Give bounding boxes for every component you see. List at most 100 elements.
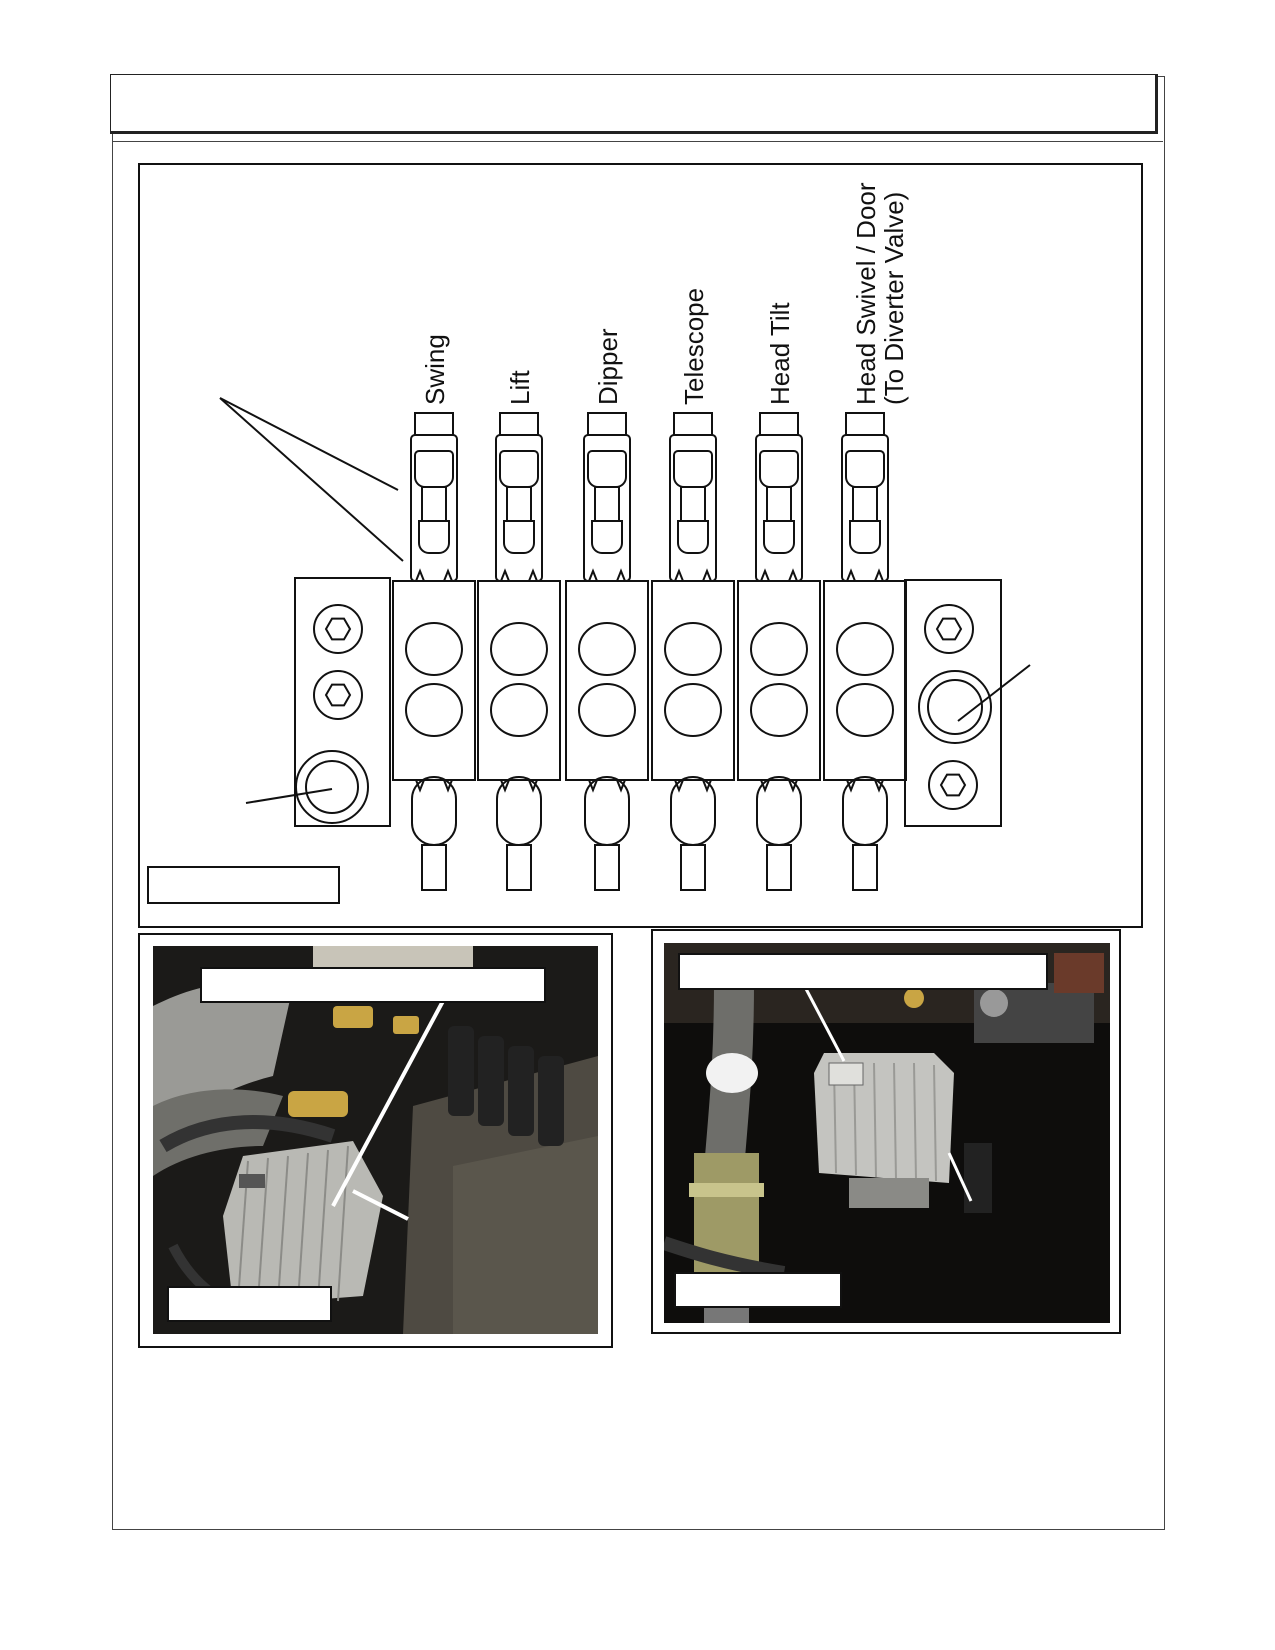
port-b-icon	[836, 683, 894, 737]
port-a-icon	[578, 622, 636, 676]
spool-cap	[673, 412, 713, 436]
spool-notch	[588, 568, 626, 582]
handle-grip-upper	[587, 450, 627, 488]
right-photo-frame	[651, 929, 1121, 1334]
section-body	[823, 580, 907, 781]
port-b-icon	[490, 683, 548, 737]
spool-cap	[845, 412, 885, 436]
handle-link	[680, 486, 706, 522]
spool-end-rod	[852, 844, 878, 891]
valve-section	[477, 412, 561, 891]
valve-section	[392, 412, 476, 891]
spool-housing	[669, 434, 717, 582]
spool-notch-bottom	[760, 779, 798, 793]
spool-end-rod	[766, 844, 792, 891]
port-b-icon	[405, 683, 463, 737]
section-label: Head Swivel / Door	[851, 182, 881, 405]
valve-bank-photo-left	[153, 946, 598, 1334]
port-a-icon	[405, 622, 463, 676]
valve-section	[823, 412, 907, 891]
handle-grip-upper	[499, 450, 539, 488]
spool-end-rod	[680, 844, 706, 891]
section-body	[651, 580, 735, 781]
port-b-icon	[578, 683, 636, 737]
hex-plug-icon	[924, 604, 974, 654]
section-body	[392, 580, 476, 781]
handle-link	[594, 486, 620, 522]
inlet-port-icon	[295, 750, 369, 824]
spool-cap	[587, 412, 627, 436]
port-a-icon	[750, 622, 808, 676]
spool-notch	[500, 568, 538, 582]
section-label-note: (To Diverter Valve)	[879, 192, 909, 405]
spool-housing	[410, 434, 458, 582]
spool-cap	[759, 412, 799, 436]
spool-notch-bottom	[415, 779, 453, 793]
hex-plug-icon	[313, 670, 363, 720]
section-body	[565, 580, 649, 781]
spool-cap	[414, 412, 454, 436]
port-b-icon	[750, 683, 808, 737]
spool-housing	[841, 434, 889, 582]
spool-notch	[415, 568, 453, 582]
leader-line-outlet-port	[957, 664, 1031, 722]
spool-housing	[583, 434, 631, 582]
spool-notch-bottom	[588, 779, 626, 793]
spool-notch-bottom	[674, 779, 712, 793]
port-a-icon	[836, 622, 894, 676]
inlet-end-plate	[294, 577, 391, 827]
hex-plug-icon	[313, 604, 363, 654]
section-label: Telescope	[679, 288, 709, 405]
spool-notch-bottom	[846, 779, 884, 793]
port-a-icon	[490, 622, 548, 676]
handle-grip-upper	[845, 450, 885, 488]
photo-caption-left	[167, 1286, 332, 1322]
port-a-icon	[664, 622, 722, 676]
leader-line-handles-top	[219, 397, 399, 491]
handle-grip-upper	[673, 450, 713, 488]
handle-grip-lower	[503, 520, 535, 554]
valve-section	[651, 412, 735, 891]
photo-label-top-right	[678, 953, 1048, 990]
leader-line-inlet-port	[245, 788, 333, 804]
photo-label-top-left	[200, 967, 546, 1003]
handle-grip-upper	[414, 450, 454, 488]
spool-housing	[495, 434, 543, 582]
diagram-caption-box	[147, 866, 340, 904]
spool-cap	[499, 412, 539, 436]
spool-notch	[674, 568, 712, 582]
header-rule	[112, 141, 1163, 142]
section-body	[477, 580, 561, 781]
hex-plug-icon	[928, 760, 978, 810]
spool-end-rod	[421, 844, 447, 891]
handle-link	[421, 486, 447, 522]
section-body	[737, 580, 821, 781]
port-b-icon	[664, 683, 722, 737]
valve-section	[565, 412, 649, 891]
handle-link	[766, 486, 792, 522]
valve-bank-photo-right	[664, 943, 1110, 1323]
valve-bank-photo-icon	[153, 946, 598, 1334]
handle-grip-lower	[418, 520, 450, 554]
section-label: Head Tilt	[765, 302, 795, 405]
spool-end-rod	[506, 844, 532, 891]
handle-grip-lower	[849, 520, 881, 554]
spool-end-rod	[594, 844, 620, 891]
section-label: Lift	[505, 370, 535, 405]
spool-notch	[846, 568, 884, 582]
outlet-port-icon	[918, 670, 992, 744]
handle-grip-lower	[763, 520, 795, 554]
handle-grip-lower	[591, 520, 623, 554]
handle-link	[852, 486, 878, 522]
left-photo-frame	[138, 933, 613, 1348]
spool-notch-bottom	[500, 779, 538, 793]
valve-bank-photo-icon	[664, 943, 1110, 1323]
spool-notch	[760, 568, 798, 582]
section-label: Dipper	[593, 328, 623, 405]
handle-grip-lower	[677, 520, 709, 554]
handle-grip-upper	[759, 450, 799, 488]
leader-line-handles-bottom	[219, 397, 404, 562]
photo-caption-right	[674, 1272, 842, 1308]
